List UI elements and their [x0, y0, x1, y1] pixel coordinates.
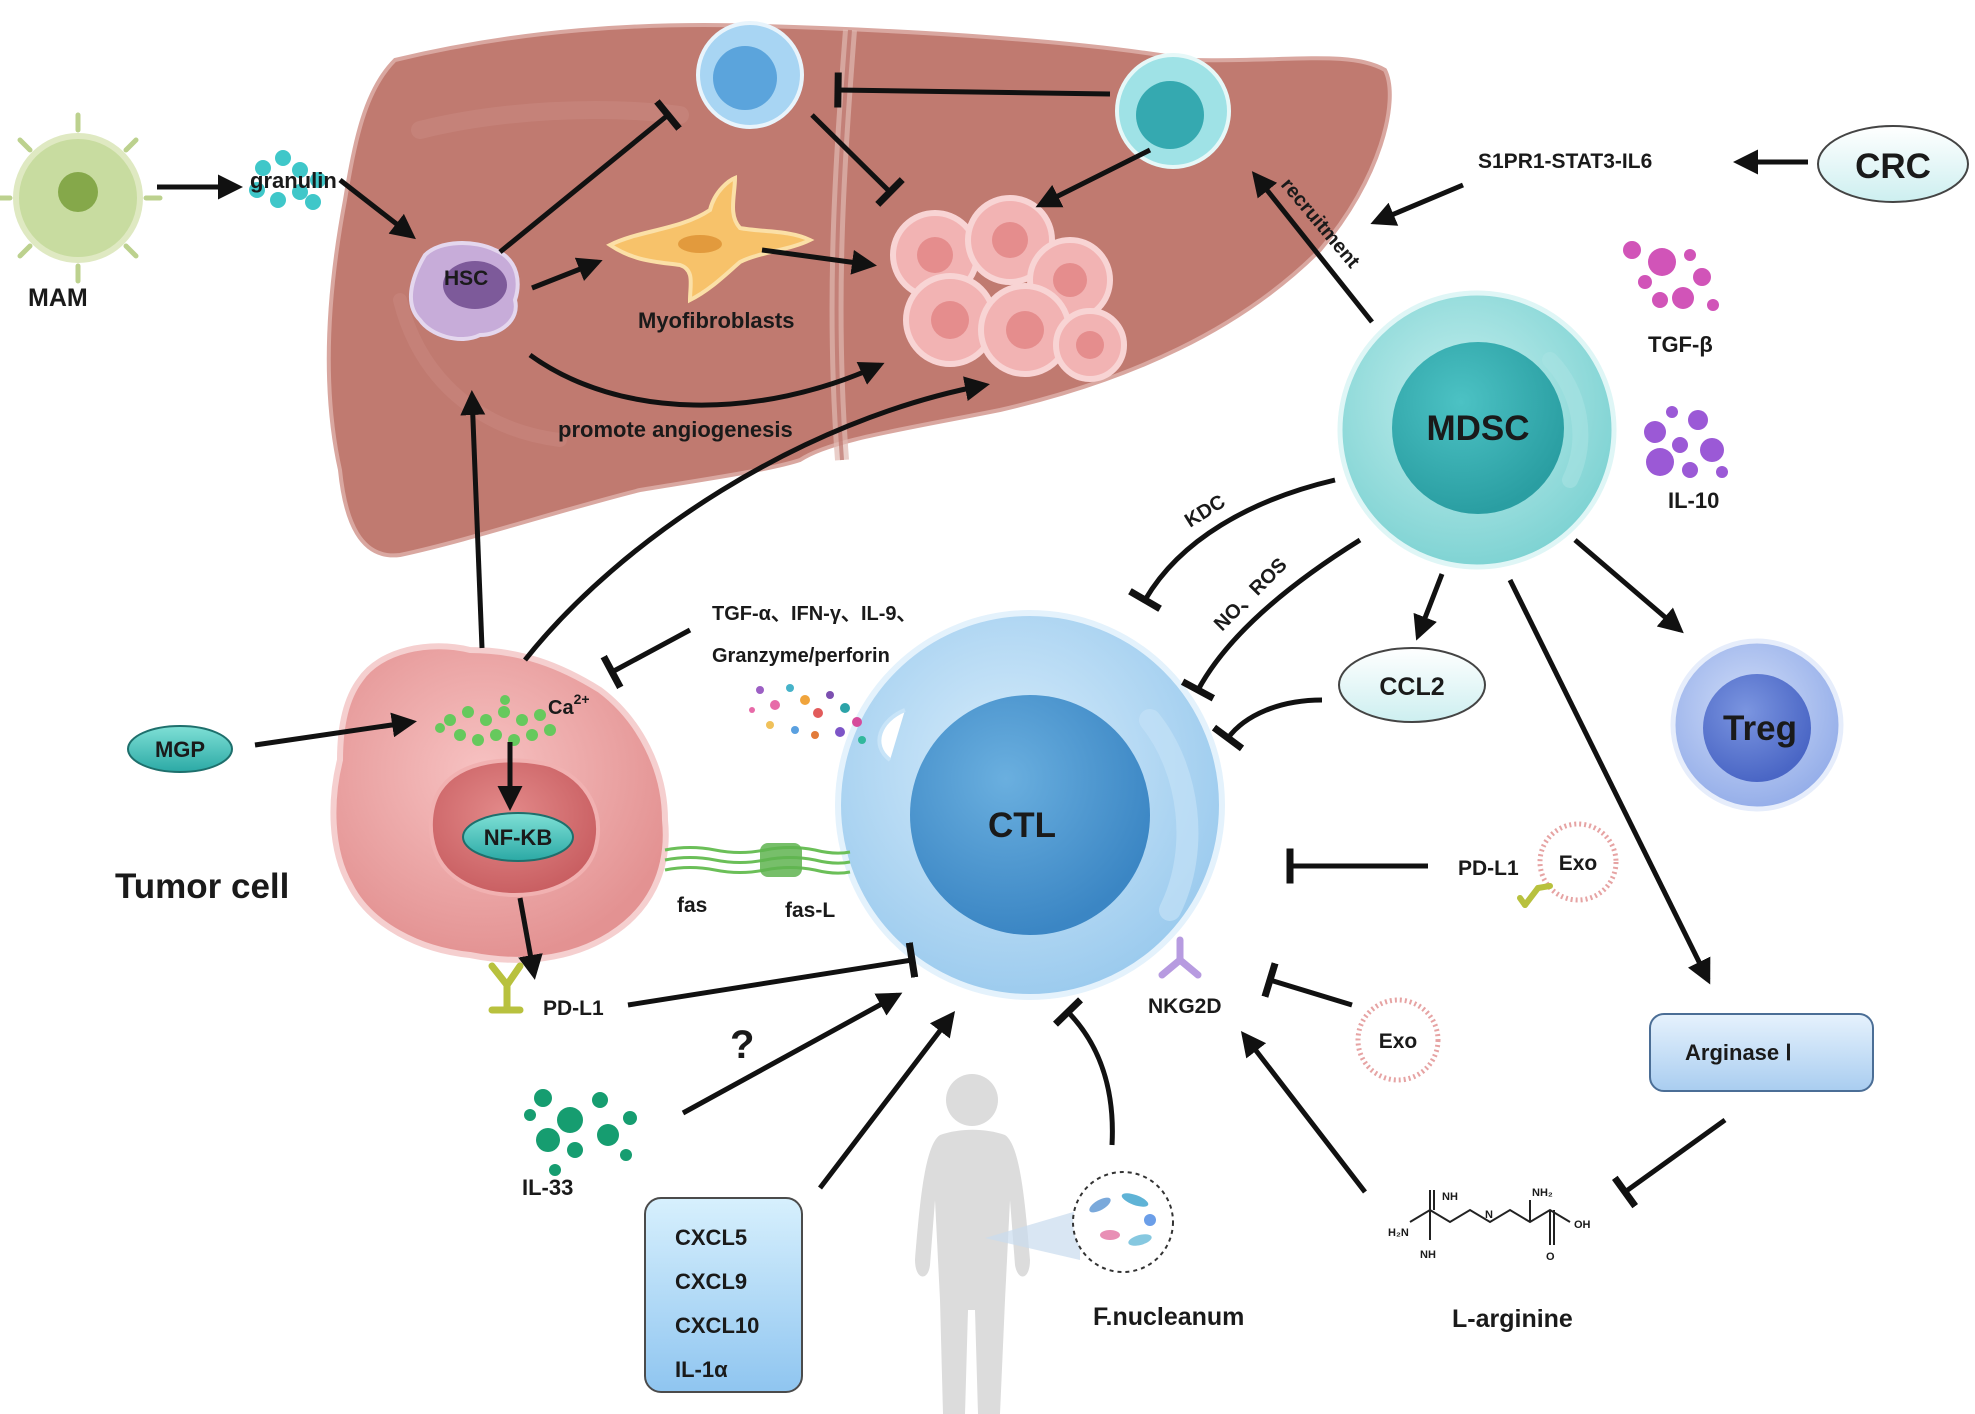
- label-ccl2: CCL2: [1379, 673, 1444, 701]
- label-promote-angiogenesis: promote angiogenesis: [558, 417, 793, 442]
- arrow-granulin-hsc: [338, 178, 416, 240]
- arrow-recruitment: [1251, 171, 1374, 324]
- label-tumor-cell: Tumor cell: [115, 867, 289, 906]
- label-ctl: CTL: [988, 806, 1056, 845]
- crc-oval: [1817, 125, 1969, 203]
- hsc-cell: [408, 241, 520, 341]
- chem-oh: OH: [1574, 1219, 1591, 1231]
- inhibit-ccl2-ctl: [1211, 697, 1323, 752]
- label-chemokine-3: CXCL10: [675, 1313, 759, 1338]
- pdl1-receptor-exo: [1517, 883, 1553, 908]
- label-exo-2: Exo: [1379, 1030, 1418, 1053]
- inhibit-pdl1-ctl: [627, 942, 919, 1008]
- exo-vesicle-1: [1537, 821, 1619, 903]
- granulin-dots: [249, 150, 326, 210]
- inhibit-tealcell-bluecell: [834, 72, 1111, 108]
- label-mam: MAM: [28, 284, 88, 312]
- label-nkg2d: NKG2D: [1148, 995, 1222, 1018]
- pdl1-receptor-tumor: [488, 962, 524, 1014]
- arrow-tumor-liver: [523, 376, 990, 662]
- mdsc-cell: [1337, 290, 1617, 570]
- liver-blue-cell: [696, 21, 804, 129]
- label-cytokines-line1: TGF-α、IFN-γ、IL-9、: [712, 603, 917, 625]
- label-pdl1-tumor: PD-L1: [543, 997, 604, 1020]
- inhibit-bluecell-tumor: [810, 113, 905, 207]
- exo-vesicle-2: [1355, 997, 1441, 1083]
- label-hsc: HSC: [444, 267, 488, 290]
- arrow-hsc-myofibroblasts: [531, 257, 603, 291]
- label-chemokine-1: CXCL5: [675, 1225, 747, 1250]
- chem-nh-left: NH: [1442, 1191, 1458, 1203]
- label-mdsc: MDSC: [1426, 409, 1529, 448]
- label-arginase: Arginase Ⅰ: [1685, 1040, 1792, 1065]
- liver-teal-cell: [1115, 53, 1231, 169]
- l-arginine-structure: [1409, 1190, 1571, 1245]
- ctl-cell: [835, 610, 1225, 1000]
- chem-n: N: [1485, 1209, 1493, 1221]
- chem-nh2: NH₂: [1532, 1187, 1553, 1199]
- label-mgp: MGP: [155, 737, 205, 762]
- label-exo-1: Exo: [1559, 852, 1598, 875]
- arrow-tealcell-tumor: [1035, 147, 1152, 208]
- arrow-s1pr1-teal: [1370, 182, 1464, 226]
- arrow-mgp-ca: [254, 712, 417, 748]
- arrow-larginine-nkg2d: [1240, 1031, 1367, 1194]
- label-treg: Treg: [1723, 709, 1797, 748]
- tgf-beta-dots: [1623, 241, 1719, 311]
- ccl2-oval: [1338, 647, 1486, 723]
- label-fas-l: fas-L: [785, 899, 835, 922]
- label-pdl1-exo: PD-L1: [1458, 857, 1519, 880]
- inhibit-arginase-larginine: [1611, 1117, 1727, 1209]
- mam-cell: [0, 112, 163, 284]
- label-chemokine-2: CXCL9: [675, 1269, 747, 1294]
- arrow-il33-ctl: [681, 992, 903, 1116]
- liver-tumor-cluster: [890, 195, 1127, 382]
- label-tgf-beta: TGF-β: [1648, 332, 1713, 357]
- human-silhouette: [915, 1074, 1030, 1414]
- inhibit-exo-nkg2d: [1261, 962, 1353, 1008]
- fnucleatum-circle: [1072, 1171, 1174, 1273]
- arrow-mdsc-arginase: [1507, 578, 1711, 985]
- granzyme-dots: [749, 684, 866, 744]
- treg-cell: [1670, 638, 1844, 812]
- arginase-box: [1649, 1013, 1874, 1092]
- nkg2d-receptor: [1158, 936, 1202, 979]
- label-il33: IL-33: [522, 1175, 573, 1200]
- inhibit-kdc: [1128, 477, 1336, 612]
- label-fas: fas: [677, 894, 707, 917]
- label-myofibroblasts: Myofibroblasts: [638, 308, 794, 333]
- label-chemokine-4: IL-1α: [675, 1357, 728, 1382]
- label-question: ?: [730, 1023, 754, 1067]
- label-crc: CRC: [1855, 147, 1931, 186]
- liver: [326, 23, 1392, 558]
- il10-dots: [1644, 406, 1728, 478]
- chemokine-box: [644, 1197, 803, 1393]
- arrow-myofib-tumor: [761, 247, 877, 275]
- mgp-oval: [127, 725, 233, 773]
- inhibit-fnucleatum-ctl: [1052, 997, 1115, 1146]
- arrow-nfkb-pdl1: [517, 897, 543, 980]
- label-il10: IL-10: [1668, 488, 1719, 513]
- label-s1pr1: S1PR1-STAT3-IL6: [1478, 150, 1652, 173]
- nfkb-oval: [462, 812, 574, 862]
- arrow-tumor-hsc: [460, 390, 486, 649]
- arrow-hsc-angiogenesis: [528, 352, 885, 408]
- arrow-mdsc-ccl2: [1413, 573, 1445, 641]
- inhibit-no-ros: [1180, 537, 1362, 702]
- inhibit-cytokines-tumor: [600, 627, 692, 690]
- label-granulin: granulin: [250, 168, 337, 193]
- chem-o: O: [1546, 1251, 1555, 1263]
- chem-h2n: H₂N: [1388, 1227, 1409, 1239]
- label-ca: Ca2+: [548, 691, 590, 719]
- label-cytokines-line2: Granzyme/perforin: [712, 645, 890, 667]
- il33-dots: [524, 1089, 637, 1176]
- arrow-chemokines-ctl: [818, 1011, 956, 1190]
- label-larginine: L-arginine: [1452, 1305, 1573, 1333]
- label-nfkb: NF-KB: [484, 825, 552, 850]
- inhibit-hsc-bluecell: [498, 99, 682, 254]
- label-fnucleatum: F.nucleanum: [1093, 1303, 1244, 1331]
- arrow-mdsc-treg: [1573, 538, 1684, 634]
- chem-nh-bottom: NH: [1420, 1249, 1436, 1261]
